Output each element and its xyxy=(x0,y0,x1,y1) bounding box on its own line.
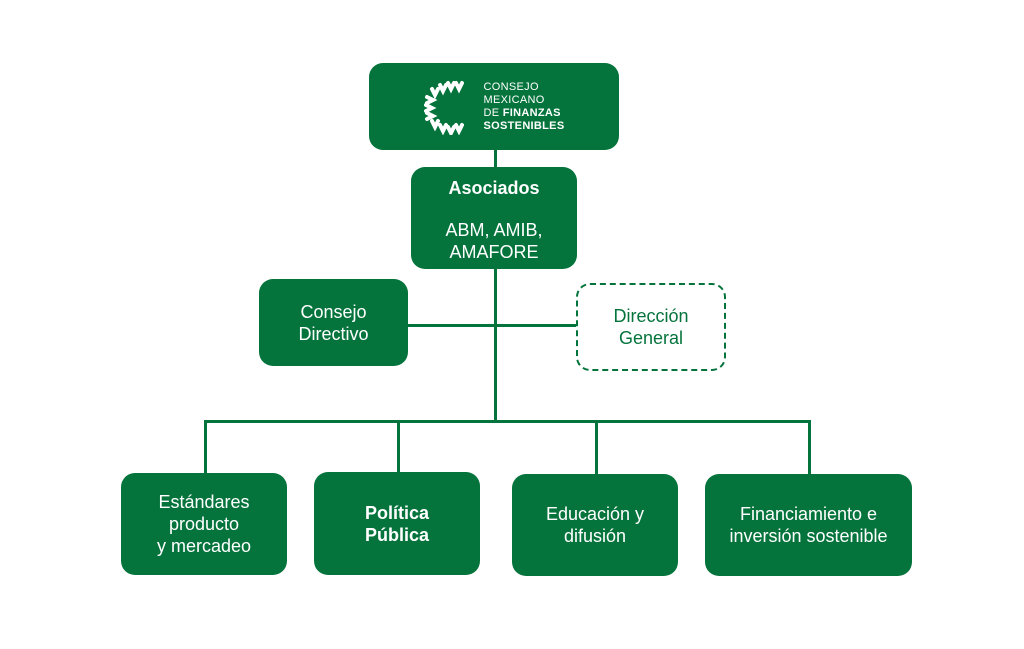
box-label: difusión xyxy=(563,526,627,546)
direccion-general-box: Dirección General xyxy=(576,283,726,371)
committee-estandares: Estándares producto y mercadeo xyxy=(121,473,287,575)
consejo-directivo-box: Consejo Directivo xyxy=(259,279,408,366)
box-label: Dirección xyxy=(613,306,689,326)
box-label: producto xyxy=(168,514,240,534)
box-label: Estándares xyxy=(158,492,250,512)
logo-box: CONSEJO MEXICANO DE FINANZAS SOSTENIBLES xyxy=(369,63,619,150)
box-label: Consejo xyxy=(300,301,367,322)
cmfs-logo-icon xyxy=(423,80,464,135)
box-label: Pública xyxy=(364,524,430,545)
box-label: y mercadeo xyxy=(156,536,252,556)
asociados-box: Asociados ABM, AMIB, AMAFORE xyxy=(411,167,577,269)
logo-line: SOSTENIBLES xyxy=(483,119,565,132)
box-label: Financiamiento e xyxy=(739,504,878,524)
box-label: General xyxy=(618,328,684,348)
connector-board-horizontal xyxy=(408,324,576,327)
connector-main-vertical xyxy=(494,150,497,422)
connector-committees-horizontal xyxy=(204,420,811,423)
connector-committee-2 xyxy=(397,420,400,473)
asociados-members: AMAFORE xyxy=(449,242,539,262)
connector-committee-1 xyxy=(204,420,207,474)
logo-line: DE xyxy=(483,106,503,119)
logo-line: FINANZAS xyxy=(502,106,561,119)
box-label: inversión sostenible xyxy=(729,526,888,546)
connector-committee-4 xyxy=(808,420,811,475)
box-label: Educación y xyxy=(545,504,645,524)
committee-financiamiento: Financiamiento e inversión sostenible xyxy=(705,474,912,576)
connector-committee-3 xyxy=(595,420,598,475)
box-label: Directivo xyxy=(298,323,369,344)
committee-educacion: Educación y difusión xyxy=(512,474,678,576)
committee-politica-publica: Política Pública xyxy=(314,472,480,575)
asociados-members: ABM, AMIB, xyxy=(445,220,543,240)
logo-line: CONSEJO xyxy=(483,80,539,93)
asociados-title: Asociados xyxy=(448,178,540,198)
box-label: Política xyxy=(364,502,430,523)
logo-line: MEXICANO xyxy=(483,93,545,106)
logo-text: CONSEJO MEXICANO DE FINANZAS SOSTENIBLES xyxy=(484,81,565,133)
